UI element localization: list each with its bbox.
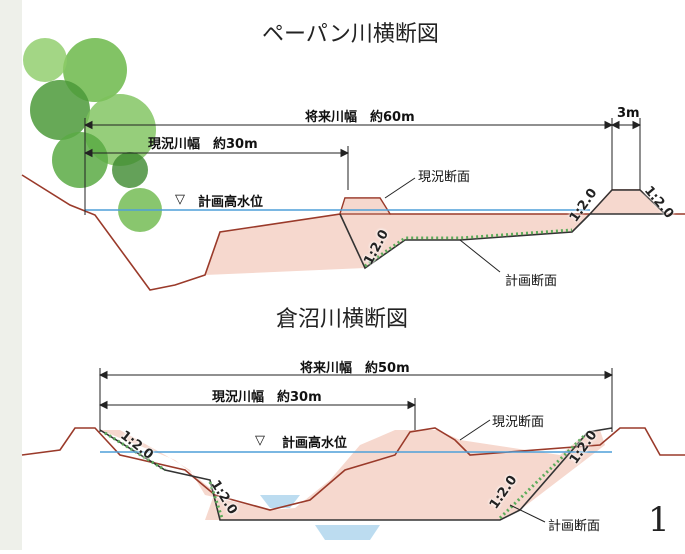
current-ground-line-2: [21, 427, 685, 511]
section2-current-section-label: 現況断面: [492, 415, 545, 430]
tree-cluster: [23, 38, 162, 232]
grass-1: [364, 228, 573, 268]
map-strip: [0, 0, 22, 550]
section2-planned-section-label: 計画断面: [548, 519, 601, 534]
page-number: 1: [648, 500, 670, 540]
section2-hwl-label: 計画高水位: [282, 436, 348, 451]
section1-levee-width: 3m: [617, 106, 640, 121]
section1-hwl-symbol: ▽: [175, 192, 185, 207]
section2-future-width: 将来川幅 約50m: [300, 361, 410, 376]
section2-title: 倉沼川横断図: [276, 307, 409, 332]
section1-planned-section-label: 計画断面: [505, 274, 558, 289]
water-pocket-1: [260, 495, 300, 508]
section1-current-section-label: 現況断面: [418, 170, 471, 185]
water-pocket-2: [315, 525, 380, 540]
section2-hwl-symbol: ▽: [255, 433, 265, 448]
planned-section-line-1: [339, 213, 591, 270]
section1-title: ペーパン川横断図: [262, 22, 439, 47]
section2-current-width: 現況川幅 約30m: [212, 390, 322, 405]
current-levee-1: [339, 197, 392, 215]
section1-future-width: 将来川幅 約60m: [305, 110, 415, 125]
section1-current-width: 現況川幅 約30m: [148, 137, 258, 152]
section1-hwl-label: 計画高水位: [198, 195, 264, 210]
cut-area-2: [100, 430, 605, 520]
